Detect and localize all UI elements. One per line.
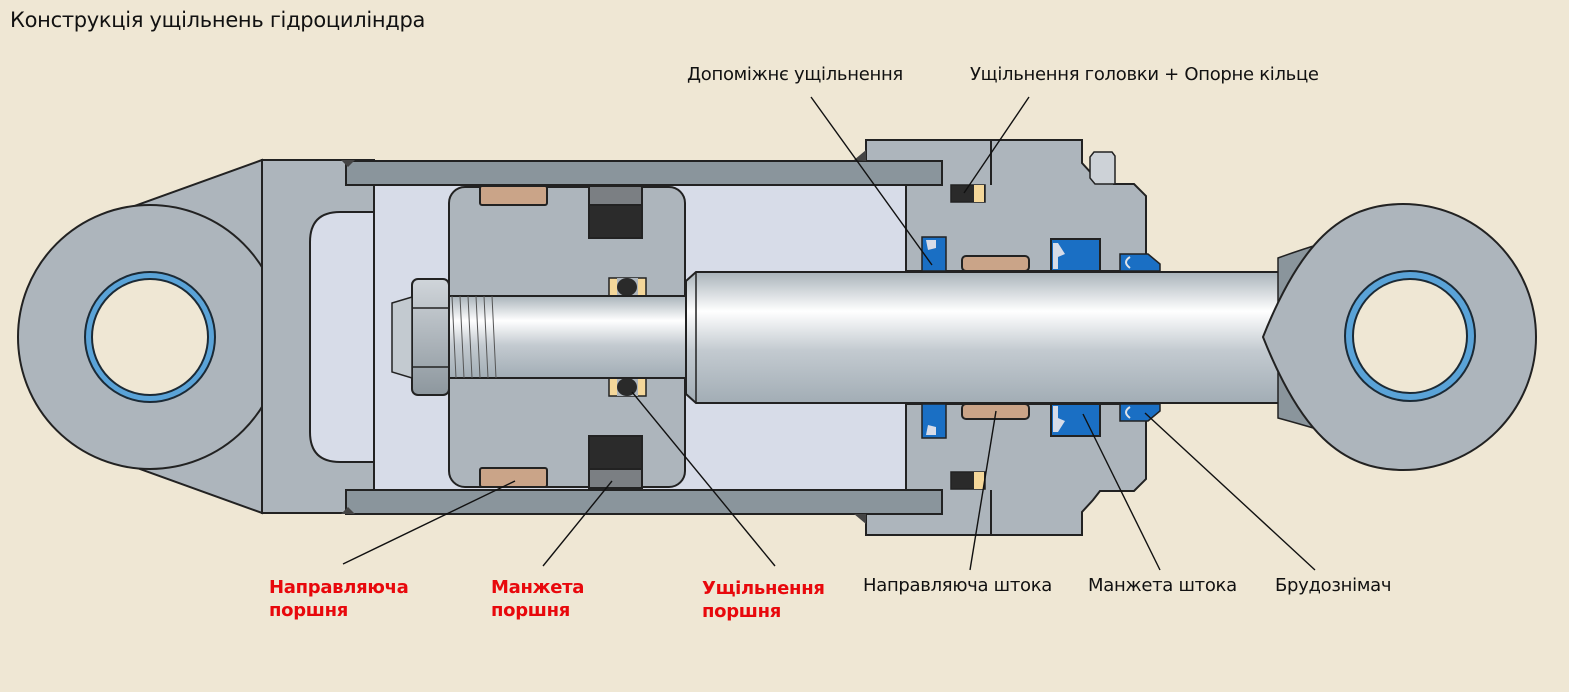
- leader-rod-cuff: [1082, 413, 1161, 571]
- piston-cuff-top: [588, 185, 643, 239]
- rear-eye-hole: [91, 278, 209, 396]
- auxiliary-seal-top: [921, 236, 947, 272]
- rear-clevis-eye: [17, 158, 283, 515]
- rod-end-eye: [1261, 202, 1537, 472]
- leader-auxiliary-seal: [810, 96, 933, 266]
- piston-rod: [685, 271, 1291, 404]
- label-piston-cuff: Манжета поршня: [491, 576, 584, 622]
- rod-inner-section: [448, 295, 690, 379]
- leader-piston-seal: [631, 391, 776, 567]
- head-fitting: [1089, 151, 1116, 185]
- label-wiper: Брудознімач: [1275, 575, 1392, 596]
- label-piston-seal: Ущільнення поршня: [702, 577, 825, 623]
- head-seal-bottom: [950, 471, 986, 490]
- piston-guide-ring-top: [479, 185, 548, 206]
- leader-wiper: [1144, 412, 1316, 571]
- leader-piston-cuff: [542, 480, 613, 567]
- label-piston-seal-line2: поршня: [702, 601, 781, 622]
- rod-cuff-top: [1050, 238, 1101, 272]
- label-piston-guide: Направляюча поршня: [269, 576, 409, 622]
- piston-nut: [391, 278, 450, 396]
- piston-cuff-bottom: [588, 435, 643, 489]
- label-piston-seal-line1: Ущільнення: [702, 578, 825, 599]
- leader-lines: [342, 96, 1316, 571]
- leader-head-seal: [963, 96, 1030, 194]
- head-seal-top: [950, 184, 986, 203]
- leader-rod-guide: [969, 410, 997, 571]
- cylinder-base: [261, 159, 375, 514]
- label-piston-guide-line1: Направляюча: [269, 577, 409, 598]
- label-piston-cuff-line2: поршня: [491, 600, 570, 621]
- label-piston-cuff-line1: Манжета: [491, 577, 585, 598]
- rod-guide-ring-top: [961, 255, 1030, 272]
- label-auxiliary-seal: Допоміжнє ущільнення: [687, 64, 903, 85]
- leader-piston-guide: [342, 480, 516, 565]
- diagram-title: Конструкція ущільнень гідроциліндра: [10, 8, 426, 32]
- piston-guide-ring-bottom: [479, 467, 548, 488]
- label-piston-guide-line2: поршня: [269, 600, 348, 621]
- wiper-bottom: [1119, 403, 1161, 422]
- wiper-top: [1119, 253, 1161, 272]
- label-head-seal-backup-ring: Ущільнення головки + Опорне кільце: [970, 64, 1319, 85]
- rod-eye-hole: [1352, 278, 1468, 394]
- piston-seal-top: [608, 277, 647, 297]
- label-rod-cuff: Манжета штока: [1088, 575, 1237, 596]
- auxiliary-seal-bottom: [921, 403, 947, 439]
- label-rod-guide: Направляюча штока: [863, 575, 1053, 596]
- piston-seal-bottom: [608, 377, 647, 397]
- rod-cuff-bottom: [1050, 403, 1101, 437]
